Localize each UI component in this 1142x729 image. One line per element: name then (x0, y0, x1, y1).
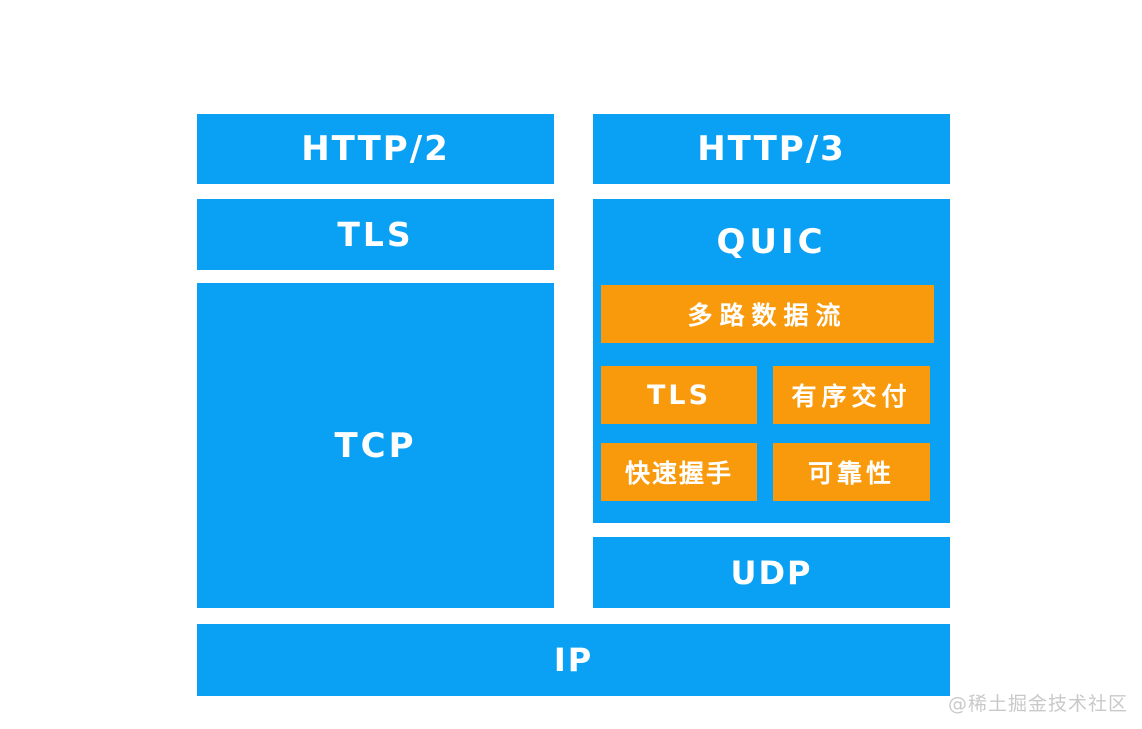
quic-feature-tls: TLS (601, 366, 757, 424)
quic-feature-multiplexing-label: 多路数据流 (687, 301, 848, 330)
quic-box: QUIC 多路数据流 TLS 有序交付 快速握手 可靠性 (593, 199, 950, 523)
quic-feature-ordered-delivery-label: 有序交付 (791, 382, 912, 411)
quic-feature-tls-label: TLS (646, 379, 712, 411)
quic-feature-multiplexing: 多路数据流 (601, 285, 934, 343)
http2-label: HTTP/2 (301, 129, 450, 169)
tcp-label: TCP (334, 425, 417, 466)
http3-label: HTTP/3 (697, 129, 846, 169)
http3-box: HTTP/3 (593, 114, 950, 184)
watermark: @稀土掘金技术社区 (947, 693, 1128, 715)
ip-label: IP (553, 641, 594, 679)
http2-box: HTTP/2 (197, 114, 554, 184)
quic-label: QUIC (716, 222, 827, 262)
tls-box: TLS (197, 199, 554, 270)
ip-box: IP (197, 624, 950, 696)
tcp-box: TCP (197, 283, 554, 608)
quic-feature-reliability-label: 可靠性 (807, 459, 895, 488)
quic-feature-ordered-delivery: 有序交付 (773, 366, 930, 424)
quic-feature-fast-handshake: 快速握手 (601, 443, 757, 501)
udp-box: UDP (593, 537, 950, 608)
quic-feature-reliability: 可靠性 (773, 443, 930, 501)
udp-label: UDP (730, 553, 813, 592)
tls-label: TLS (337, 215, 414, 254)
quic-feature-fast-handshake-label: 快速握手 (624, 459, 733, 488)
